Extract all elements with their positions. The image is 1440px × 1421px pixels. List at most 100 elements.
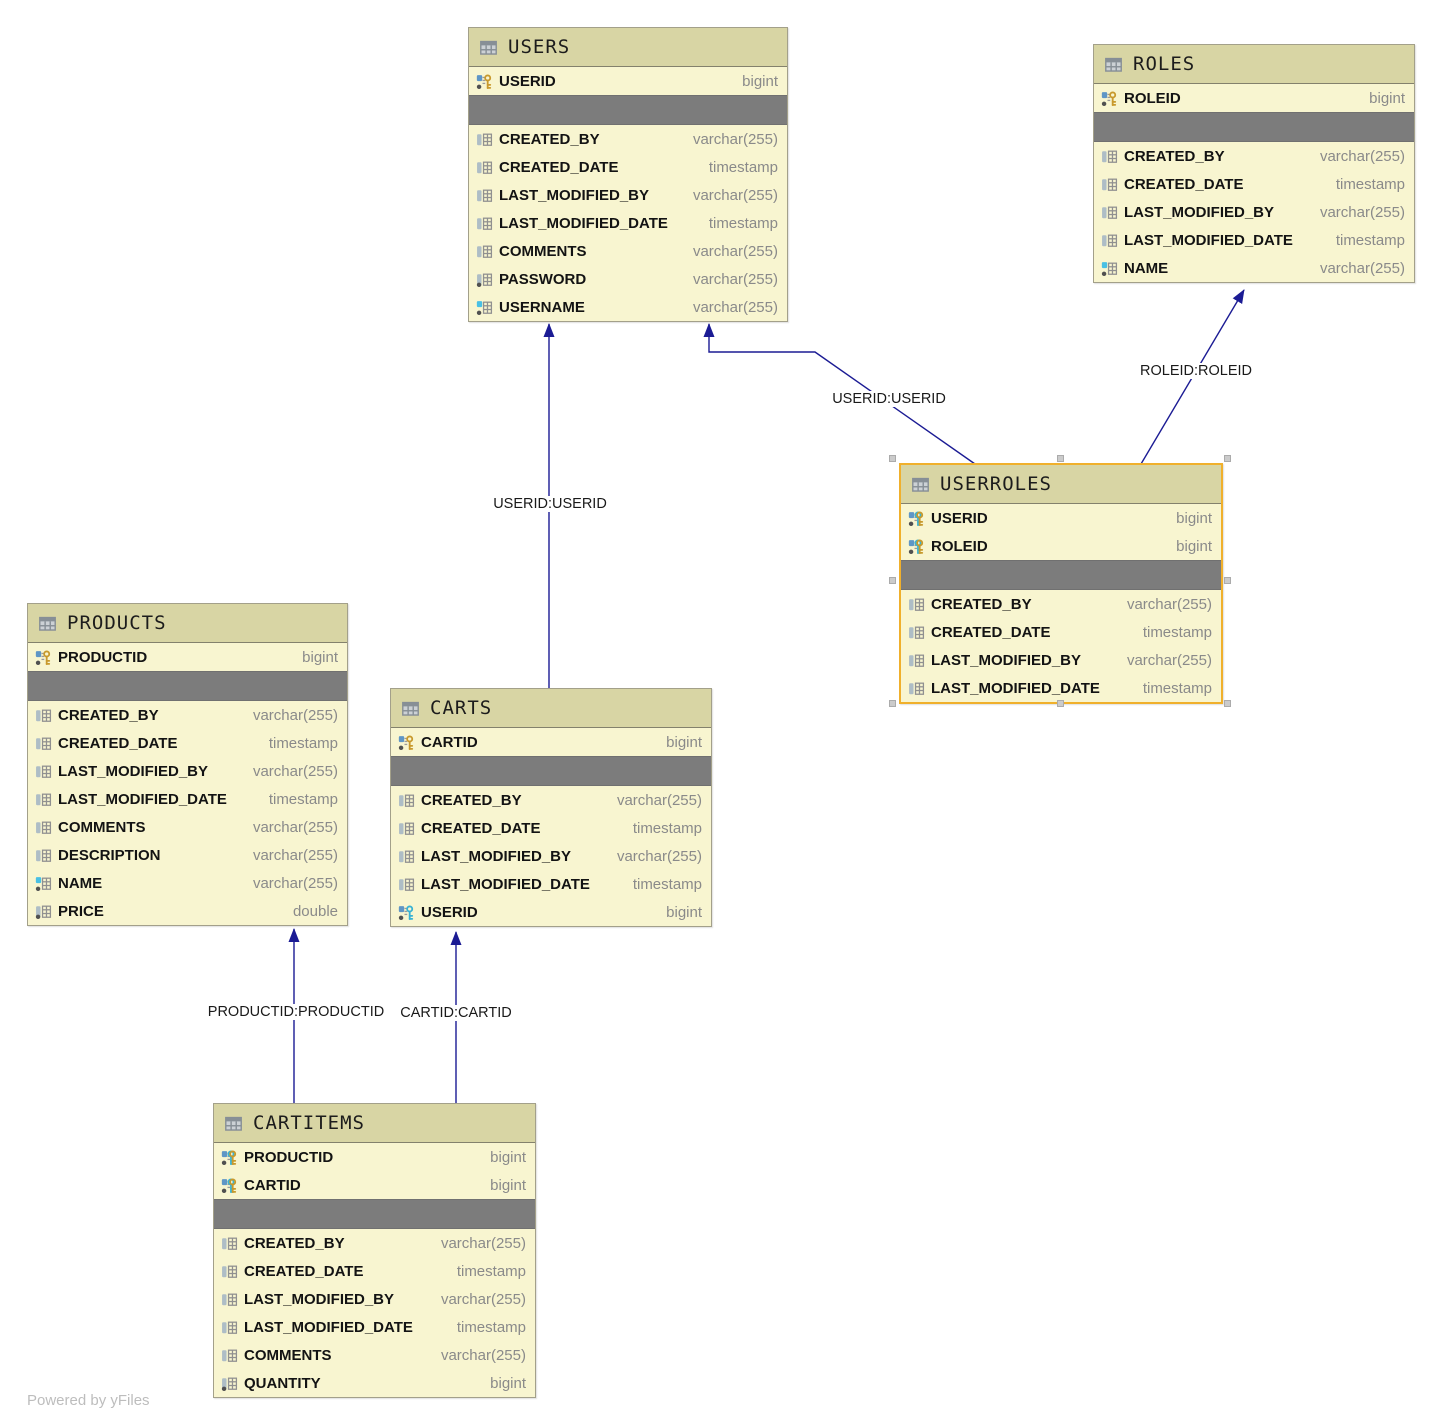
edge-label-cartitems-products[interactable]: PRODUCTID:PRODUCTID <box>204 1004 388 1020</box>
column-name: CREATED_BY <box>499 130 600 148</box>
column-name: USERID <box>499 72 556 90</box>
column-icon <box>35 791 52 808</box>
column-type: varchar(255) <box>692 186 778 204</box>
column-icon <box>1101 232 1118 249</box>
column-notnull-icon <box>221 1375 238 1392</box>
edge-label-userroles-users[interactable]: USERID:USERID <box>829 391 949 407</box>
entity-header[interactable]: ROLES <box>1094 45 1414 84</box>
column-icon <box>476 243 493 260</box>
column-type: bigint <box>666 903 702 921</box>
entity-header[interactable]: CARTITEMS <box>214 1104 535 1143</box>
selection-handle-bottom-left[interactable] <box>889 700 896 707</box>
column-type: varchar(255) <box>1126 651 1212 669</box>
selection-handle-top-mid[interactable] <box>1057 455 1064 462</box>
table-icon <box>401 699 420 718</box>
column-name: CREATED_DATE <box>421 819 541 837</box>
column-row[interactable]: CARTID bigint <box>214 1171 535 1199</box>
key-separator <box>469 95 787 125</box>
entity-header[interactable]: USERS <box>469 28 787 67</box>
column-name: DESCRIPTION <box>58 846 161 864</box>
edge-label-userroles-roles[interactable]: ROLEID:ROLEID <box>1137 363 1255 379</box>
column-name: CARTID <box>244 1176 301 1194</box>
edge-userroles-users[interactable] <box>703 323 976 465</box>
column-icon <box>221 1291 238 1308</box>
edge-label-carts-users[interactable]: USERID:USERID <box>490 496 610 512</box>
column-type: bigint <box>302 648 338 666</box>
selection-handle-bottom-right[interactable] <box>1224 700 1231 707</box>
entity-header[interactable]: USERROLES <box>901 465 1221 504</box>
column-icon <box>908 652 925 669</box>
selection-handle-mid-right[interactable] <box>1224 577 1231 584</box>
selection-handle-bottom-mid[interactable] <box>1057 700 1064 707</box>
column-icon <box>35 707 52 724</box>
column-name: LAST_MODIFIED_DATE <box>1124 231 1293 249</box>
column-type: timestamp <box>268 734 338 752</box>
selection-handle-top-left[interactable] <box>889 455 896 462</box>
entity-header[interactable]: CARTS <box>391 689 711 728</box>
column-icon <box>221 1347 238 1364</box>
column-name: COMMENTS <box>58 818 146 836</box>
column-type: varchar(255) <box>1126 595 1212 613</box>
column-type: varchar(255) <box>440 1290 526 1308</box>
selection-handle-mid-left[interactable] <box>889 577 896 584</box>
key-separator <box>1094 112 1414 142</box>
column-icon <box>35 819 52 836</box>
entity-header[interactable]: PRODUCTS <box>28 604 347 643</box>
primary-key-icon <box>398 734 415 751</box>
edge-label-cartitems-carts[interactable]: CARTID:CARTID <box>397 1005 515 1021</box>
column-type: bigint <box>490 1176 526 1194</box>
column-name: LAST_MODIFIED_DATE <box>244 1318 413 1336</box>
foreign-key-icon <box>398 904 415 921</box>
selection-handle-top-right[interactable] <box>1224 455 1231 462</box>
